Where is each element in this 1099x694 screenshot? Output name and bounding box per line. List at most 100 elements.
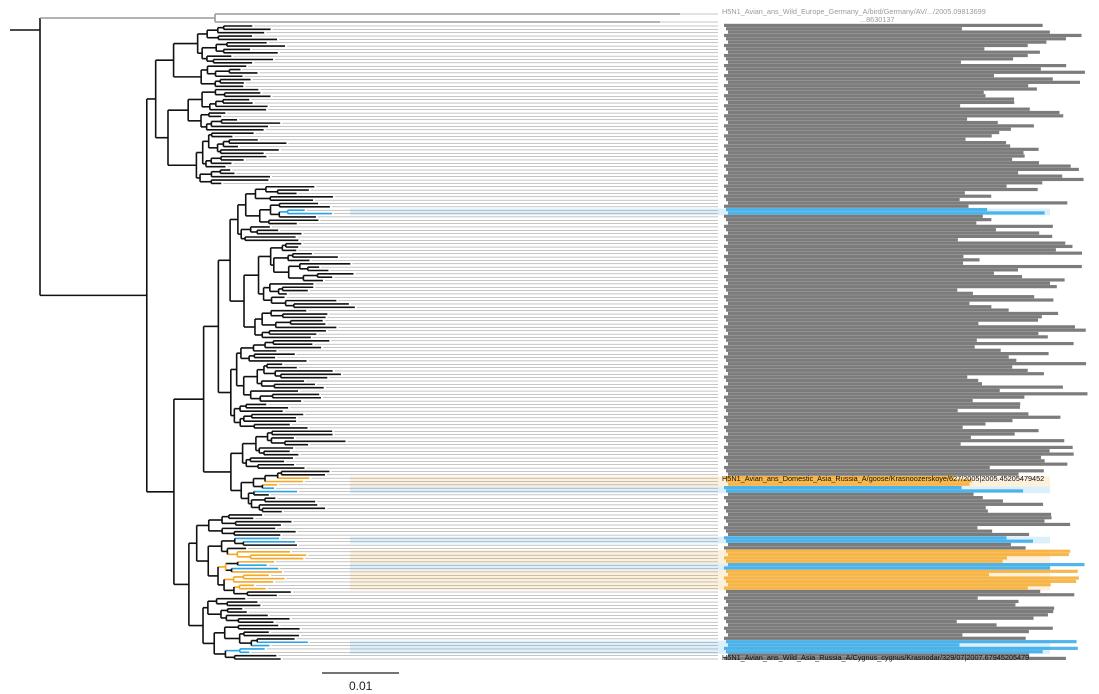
tip-label-glyphs — [724, 546, 1026, 550]
tip-label-glyphs — [724, 365, 1013, 369]
tip-label-glyphs — [728, 341, 1074, 346]
tip-label-glyphs — [724, 33, 1082, 38]
tip-label-glyphs — [724, 94, 986, 98]
tip-label-glyphs — [724, 204, 969, 208]
tip-label-glyphs — [724, 114, 1064, 118]
tip-label-glyphs — [724, 405, 1021, 409]
tip-label-glyphs — [726, 640, 1077, 644]
tip-label-glyphs — [728, 522, 1071, 527]
tip-label-glyphs — [724, 596, 978, 600]
tip-label-glyphs — [726, 157, 1013, 161]
tip-label-glyphs — [726, 509, 988, 513]
tip-label-glyphs — [726, 127, 1011, 131]
tip-label-glyphs — [724, 244, 1073, 249]
tip-label-glyphs — [724, 385, 1063, 389]
tip-label-glyphs — [726, 27, 962, 31]
tip-label-glyphs — [726, 218, 992, 222]
tip-label-glyphs — [726, 288, 958, 292]
tip-label-glyphs — [726, 368, 1028, 372]
tip-label-glyphs — [724, 526, 978, 530]
tip-label-glyphs — [726, 469, 1044, 473]
outgroup-tip-label: H5N1_Avian_ans_Wild_Europe_Germany_A/bir… — [722, 7, 986, 16]
tip-label-glyphs — [728, 211, 1045, 215]
tip-label-glyphs — [728, 422, 986, 426]
tip-label-glyphs — [726, 77, 1053, 81]
tip-label-glyphs — [726, 278, 1065, 282]
tip-label-glyphs — [724, 285, 1057, 289]
tip-label-glyphs — [728, 593, 1075, 597]
scale-bar: 0.01 — [322, 672, 399, 693]
tip-label-glyphs — [728, 412, 1029, 416]
tip-label-glyphs — [724, 144, 1011, 148]
tip-label-glyphs — [728, 643, 960, 647]
tip-label-glyphs — [728, 402, 1021, 406]
tip-label-glyphs — [728, 181, 1043, 185]
tip-label-glyphs — [724, 63, 1067, 68]
tip-label-glyphs — [724, 264, 1082, 269]
tip-label-glyphs — [728, 432, 1015, 436]
tip-label-glyphs — [726, 47, 985, 51]
tip-label-glyphs — [726, 107, 1030, 111]
tip-label-glyphs — [728, 271, 994, 275]
tip-label-glyphs — [724, 134, 992, 138]
tip-label-glyphs — [724, 435, 971, 439]
tip-label-glyphs — [726, 429, 1039, 433]
tip-label-glyphs — [726, 378, 979, 383]
tip-label-glyphs — [728, 110, 1060, 115]
tip-label-glyphs — [726, 599, 1019, 604]
tip-label-glyphs — [728, 161, 1039, 165]
tip-label-glyphs — [728, 201, 1068, 205]
tip-label-glyphs — [724, 656, 1066, 660]
tip-label-glyphs — [728, 60, 961, 64]
tip-label-glyphs — [724, 395, 1025, 399]
tip-label-glyphs — [728, 623, 997, 627]
tip-label-glyphs — [728, 80, 1080, 84]
tip-label-glyphs — [728, 281, 1051, 285]
tip-label-glyphs — [726, 348, 1001, 352]
tip-label-glyphs — [724, 74, 995, 78]
tip-label-glyphs — [724, 174, 1063, 178]
tip-label-glyphs — [726, 499, 1003, 503]
tip-label-glyphs — [726, 419, 1013, 423]
highlight-band — [350, 536, 1050, 544]
tip-label-glyphs — [728, 633, 963, 637]
tip-label-glyphs — [724, 465, 990, 470]
tip-label-glyphs — [728, 221, 977, 225]
tip-label-glyphs — [724, 586, 1028, 590]
tip-label-glyphs — [728, 130, 1000, 135]
tip-labels: H5N1_Avian_ans_Wild_Europe_Germany_A/bir… — [722, 7, 1088, 662]
tip-label-glyphs — [724, 23, 1043, 27]
tip-label-glyphs — [724, 576, 1079, 580]
tip-label-glyphs — [724, 214, 983, 218]
tip-label-glyphs — [728, 50, 1040, 54]
tip-label-glyphs — [724, 104, 961, 108]
tip-label-glyphs — [728, 472, 1019, 476]
tip-label-glyphs — [724, 616, 1034, 620]
tip-label-glyphs — [724, 43, 1028, 48]
tip-label-glyphs — [728, 352, 1049, 356]
tip-label-glyphs — [726, 539, 1033, 543]
tip-label-glyphs — [726, 569, 1078, 573]
tip-label-glyphs — [728, 151, 1024, 155]
tip-label-glyphs — [728, 382, 982, 386]
tip-label-glyphs — [724, 164, 1071, 168]
tip-label-glyphs — [728, 482, 970, 486]
tip-label-glyphs — [728, 261, 964, 265]
tip-label-glyphs — [724, 355, 1009, 359]
tip-label-glyphs — [726, 619, 957, 624]
tip-label-glyphs — [728, 372, 1044, 376]
tip-label-glyphs — [726, 318, 1039, 322]
tip-label-glyphs — [724, 315, 1042, 319]
tip-label-glyphs — [726, 258, 980, 262]
tip-label-glyphs — [728, 552, 1069, 557]
tip-label-glyphs — [726, 67, 1041, 71]
tip-label-glyphs — [724, 475, 955, 480]
tip-label-glyphs — [724, 234, 1053, 238]
tip-label-glyphs — [726, 117, 968, 121]
tip-label-glyphs — [726, 579, 1077, 583]
tip-guide-lines — [223, 13, 718, 660]
tip-label-glyphs — [728, 40, 1047, 44]
tip-label-glyphs — [726, 559, 1003, 563]
tip-label-glyphs — [724, 646, 1078, 650]
